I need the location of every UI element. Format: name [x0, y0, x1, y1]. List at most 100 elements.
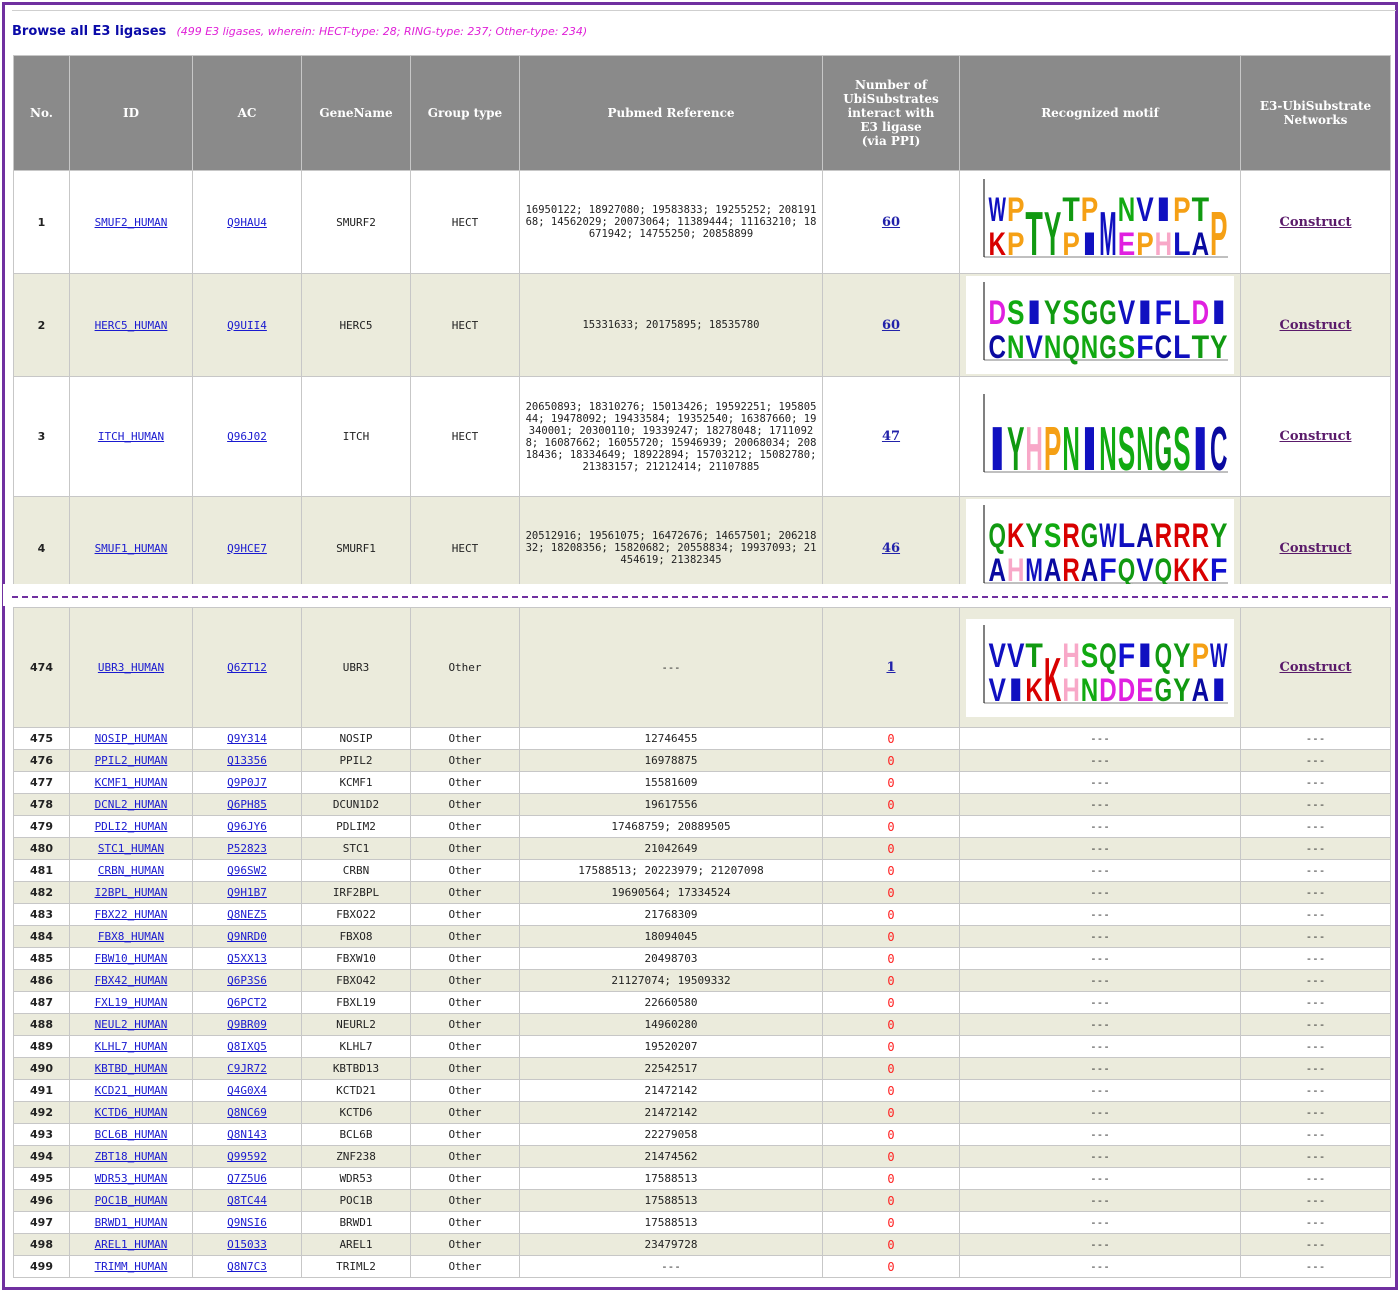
row-substrate-count: 60	[822, 170, 960, 274]
uniprot-id-link[interactable]: NOSIP_HUMAN	[94, 732, 168, 745]
group-type: Other	[448, 952, 482, 965]
pubmed-reference: 18094045	[644, 930, 698, 943]
accession-link[interactable]: Q5XX13	[227, 952, 267, 965]
uniprot-id-link[interactable]: KCD21_HUMAN	[94, 1084, 168, 1097]
accession-link[interactable]: Q96J02	[227, 430, 267, 443]
construct-network-link[interactable]: Construct	[1279, 429, 1352, 444]
accession-link[interactable]: Q6ZT12	[227, 661, 267, 674]
uniprot-id-link[interactable]: KCMF1_HUMAN	[94, 776, 168, 789]
row-group-type: Other	[410, 1079, 520, 1102]
row-group-type: Other	[410, 1255, 520, 1278]
col-substrate-count-line: interact with	[847, 106, 935, 120]
accession-link[interactable]: Q9HCE7	[227, 541, 267, 555]
uniprot-id-link[interactable]: FBX8_HUMAN	[97, 930, 165, 943]
accession-link[interactable]: P52823	[227, 842, 267, 855]
row-group-type: Other	[410, 607, 520, 728]
uniprot-id-link[interactable]: NEUL2_HUMAN	[94, 1018, 168, 1031]
accession-link[interactable]: Q8IXQ5	[227, 1040, 267, 1053]
accession-link[interactable]: Q9Y314	[227, 732, 267, 745]
motif-residue-top: P	[1173, 191, 1190, 229]
uniprot-id-link[interactable]: BCL6B_HUMAN	[94, 1128, 168, 1141]
pubmed-reference: 23479728	[644, 1238, 698, 1251]
uniprot-id-link[interactable]: UBR3_HUMAN	[97, 661, 165, 674]
uniprot-id-link[interactable]: FBX22_HUMAN	[94, 908, 168, 921]
accession-link[interactable]: Q96SW2	[227, 864, 267, 877]
accession-link[interactable]: Q6PH85	[227, 798, 267, 811]
row-number: 489	[13, 1035, 70, 1058]
substrate-count-link[interactable]: 47	[881, 429, 901, 444]
accession-link[interactable]: O15033	[227, 1238, 267, 1251]
accession-link[interactable]: Q9NSI6	[227, 1216, 267, 1229]
uniprot-id-link[interactable]: STC1_HUMAN	[97, 842, 165, 855]
accession-link[interactable]: Q8NC69	[227, 1106, 267, 1119]
row-number-text: 475	[30, 732, 53, 745]
construct-network-link[interactable]: Construct	[1279, 214, 1352, 230]
uniprot-id-link[interactable]: ZBT18_HUMAN	[94, 1150, 168, 1163]
uniprot-id-link[interactable]: FBW10_HUMAN	[94, 952, 168, 965]
accession-link[interactable]: Q8TC44	[227, 1194, 267, 1207]
uniprot-id-link[interactable]: WDR53_HUMAN	[94, 1172, 168, 1185]
accession-link[interactable]: Q6P3S6	[227, 974, 267, 987]
accession-link[interactable]: Q9UII4	[227, 318, 267, 332]
accession-link[interactable]: Q9BR09	[227, 1018, 267, 1031]
uniprot-id-link[interactable]: I2BPL_HUMAN	[94, 886, 168, 899]
accession-link[interactable]: Q8NEZ5	[227, 908, 267, 921]
substrate-count-link[interactable]: 46	[881, 540, 901, 556]
accession-link[interactable]: Q96JY6	[227, 820, 267, 833]
substrate-count-link[interactable]: 60	[881, 214, 901, 230]
row-genename: KCMF1	[301, 771, 411, 794]
motif-residue-top: K	[1044, 646, 1062, 715]
uniprot-id-link[interactable]: PDLI2_HUMAN	[94, 820, 168, 833]
motif-residue-top: R	[1062, 517, 1079, 555]
row-number: 481	[13, 859, 70, 882]
uniprot-id-link[interactable]: FXL19_HUMAN	[94, 996, 168, 1009]
uniprot-id-link[interactable]: CRBN_HUMAN	[97, 864, 165, 877]
accession-link[interactable]: C9JR72	[227, 1062, 267, 1075]
uniprot-id-link[interactable]: POC1B_HUMAN	[94, 1194, 168, 1207]
accession-link[interactable]: Q8N143	[227, 1128, 267, 1141]
uniprot-id-link[interactable]: BRWD1_HUMAN	[94, 1216, 168, 1229]
accession-link[interactable]: Q9NRD0	[227, 930, 267, 943]
col-substrate-count-line: Number of	[854, 78, 928, 92]
accession-link[interactable]: Q9P0J7	[227, 776, 267, 789]
uniprot-id-link[interactable]: ITCH_HUMAN	[97, 430, 165, 443]
uniprot-id-link[interactable]: SMUF2_HUMAN	[94, 215, 168, 229]
construct-network-link[interactable]: Construct	[1279, 540, 1352, 556]
row-networks: ---	[1240, 771, 1391, 794]
accession-link[interactable]: Q99592	[227, 1150, 267, 1163]
row-networks: ---	[1240, 881, 1391, 904]
row-motif: ---	[959, 1079, 1241, 1102]
accession-link[interactable]: Q13356	[227, 754, 267, 767]
accession-link[interactable]: Q6PCT2	[227, 996, 267, 1009]
accession-link[interactable]: Q8N7C3	[227, 1260, 267, 1273]
construct-network-link[interactable]: Construct	[1279, 317, 1352, 333]
motif-empty: ---	[1090, 1238, 1110, 1251]
group-type: Other	[448, 1062, 482, 1075]
row-number: 484	[13, 925, 70, 948]
accession-link[interactable]: Q9H1B7	[227, 886, 267, 899]
uniprot-id-link[interactable]: AREL1_HUMAN	[94, 1238, 168, 1251]
row-motif: ---	[959, 1123, 1241, 1146]
uniprot-id-link[interactable]: FBX42_HUMAN	[94, 974, 168, 987]
uniprot-id-link[interactable]: KLHL7_HUMAN	[94, 1040, 168, 1053]
uniprot-id-link[interactable]: KCTD6_HUMAN	[94, 1106, 168, 1119]
accession-link[interactable]: Q9HAU4	[227, 215, 267, 229]
row-number-text: 494	[30, 1150, 53, 1163]
uniprot-id-link[interactable]: TRIMM_HUMAN	[94, 1260, 168, 1273]
row-number: 3	[13, 376, 70, 497]
row-substrate-count: 0	[822, 1013, 960, 1036]
uniprot-id-link[interactable]: DCNL2_HUMAN	[94, 798, 168, 811]
row-group-type: Other	[410, 1211, 520, 1234]
substrate-count-link[interactable]: 1	[886, 660, 896, 675]
uniprot-id-link[interactable]: KBTBD_HUMAN	[94, 1062, 168, 1075]
uniprot-id-link[interactable]: HERC5_HUMAN	[94, 318, 168, 332]
substrate-count-link[interactable]: 60	[881, 317, 901, 333]
accession-link[interactable]: Q7Z5U6	[227, 1172, 267, 1185]
uniprot-id-link[interactable]: SMUF1_HUMAN	[94, 541, 168, 555]
accession-link[interactable]: Q4G0X4	[227, 1084, 267, 1097]
construct-network-link[interactable]: Construct	[1279, 660, 1352, 675]
row-id: UBR3_HUMAN	[69, 607, 193, 728]
uniprot-id-link[interactable]: PPIL2_HUMAN	[94, 754, 168, 767]
